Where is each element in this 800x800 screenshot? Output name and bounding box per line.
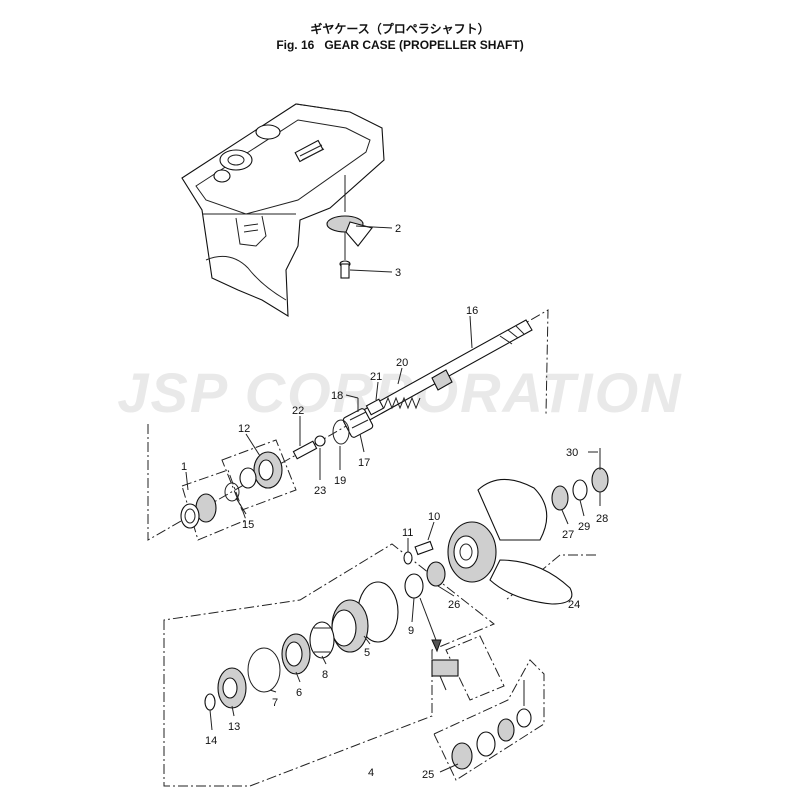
- callout-4: 4: [368, 767, 374, 779]
- callout-29: 29: [578, 521, 590, 533]
- fig-label: Fig. 16: [276, 38, 315, 52]
- needle-bearing-part-8: [309, 621, 335, 659]
- seal-part-9: [404, 573, 424, 599]
- gear-case-housing: [181, 103, 385, 318]
- reverse-gear-part-13: [217, 667, 247, 709]
- diagram-title-en: Fig. 16 GEAR CASE (PROPELLER SHAFT): [0, 38, 800, 52]
- housing-assembly-outline: [163, 543, 495, 787]
- propeller-nut-group-outline: [433, 659, 545, 781]
- spring-part-20: [383, 396, 421, 410]
- callout-16: 16: [466, 305, 478, 317]
- ring-part-19: [332, 419, 350, 445]
- inset-detail-part: [431, 659, 459, 691]
- callout-9: 9: [408, 625, 414, 637]
- propeller-leader-outline: [505, 554, 596, 601]
- callout-17: 17: [358, 457, 370, 469]
- spacer-part-27: [551, 485, 569, 511]
- callout-30: 30: [566, 447, 578, 459]
- callout-20: 20: [396, 357, 408, 369]
- callout-3: 3: [395, 267, 401, 279]
- callout-18: 18: [331, 390, 343, 402]
- bearing-housing-part-5: [331, 581, 399, 653]
- anode-part-2: [326, 175, 373, 247]
- bearing-group-outline: [181, 469, 247, 541]
- callout-leaders: [185, 225, 601, 773]
- shaft-part-22: [292, 440, 318, 460]
- ball-part-23: [314, 435, 326, 447]
- diagram-title-jp: ギヤケース（プロペラシャフト）: [310, 22, 490, 36]
- inset-view-outline: [445, 635, 505, 701]
- callout-21: 21: [370, 371, 382, 383]
- clutch-part-17: [342, 408, 374, 438]
- callout-28: 28: [596, 513, 608, 525]
- callout-10: 10: [428, 511, 440, 523]
- propeller-part-24: [447, 478, 573, 605]
- callout-13: 13: [228, 721, 240, 733]
- detail-arrow: [419, 597, 437, 641]
- bolt-part-3: [339, 232, 351, 279]
- callout-26: 26: [448, 599, 460, 611]
- washer-part-11: [403, 551, 413, 565]
- pin-part-21: [365, 398, 385, 416]
- callout-2: 2: [395, 223, 401, 235]
- callout-11: 11: [402, 527, 413, 539]
- callout-19: 19: [334, 475, 346, 487]
- callout-15: 15: [242, 519, 254, 531]
- callout-7: 7: [272, 697, 278, 709]
- callout-5: 5: [364, 647, 370, 659]
- bearing-part-1: [180, 493, 217, 529]
- callout-22: 22: [292, 405, 304, 417]
- o-ring-part-7: [247, 647, 281, 693]
- nut-part-28: [591, 467, 609, 493]
- spacer-group-part-25: [451, 680, 532, 770]
- bolt-part-10: [414, 540, 434, 556]
- washer-part-29: [572, 479, 588, 501]
- callout-14: 14: [205, 735, 217, 747]
- callout-8: 8: [322, 669, 328, 681]
- thrust-washer-part-26: [426, 561, 446, 587]
- callout-1: 1: [181, 461, 187, 473]
- callout-6: 6: [296, 687, 302, 699]
- washer-part-14: [204, 693, 216, 711]
- fig-title: GEAR CASE (PROPELLER SHAFT): [324, 38, 524, 52]
- callout-labels: 2 3 16 20 21 18 22 12 1 15 23 19 17 10 1…: [181, 223, 608, 781]
- callout-25: 25: [422, 769, 434, 781]
- callout-23: 23: [314, 485, 326, 497]
- gear-group-outline: [221, 439, 297, 511]
- callout-24: 24: [568, 599, 580, 611]
- forward-gear-part-12: [224, 451, 283, 502]
- callout-12: 12: [238, 423, 250, 435]
- callout-27: 27: [562, 529, 574, 541]
- ball-bearing-part-6: [281, 633, 311, 675]
